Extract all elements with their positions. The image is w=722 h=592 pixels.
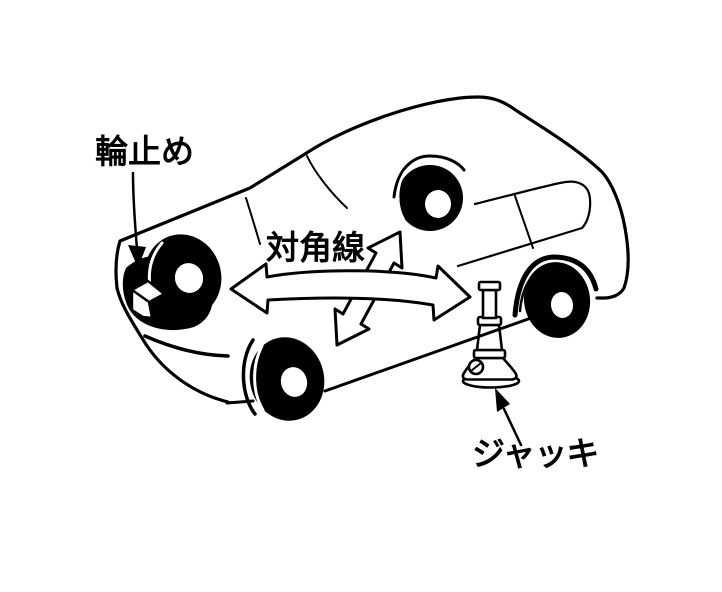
front-bumper-line [115, 286, 230, 404]
windshield-edge-line [306, 155, 348, 209]
rear-right-arch-arc [512, 254, 599, 318]
side-window-outline [456, 180, 592, 268]
front-right-rim-highlight [253, 344, 265, 412]
b-pillar-line [514, 195, 534, 249]
jack-crank-slot [470, 362, 482, 372]
front-right-hub [280, 367, 308, 397]
wheel-chock-arrow-head [128, 245, 146, 268]
jack-arrow-line [502, 407, 523, 447]
jack-label: ジャッキ [472, 434, 599, 473]
label-pointers [128, 171, 523, 447]
wheel-chock-arrow-line [131, 171, 139, 251]
diagonal-arrows [229, 230, 472, 347]
rear-left-wheel [392, 154, 466, 231]
front-left-hub [174, 263, 204, 293]
windshield-pillar-line [245, 197, 261, 245]
bumper-shadow-line [143, 334, 230, 358]
jack-arrow-head [495, 388, 510, 412]
wheel-chock-front-face [130, 288, 154, 320]
rear-left-rim-highlight [396, 170, 407, 222]
jack [461, 280, 521, 389]
wheel-chock [130, 279, 166, 320]
rear-right-wheel [512, 254, 599, 338]
rear-left-hub [425, 190, 451, 218]
car-roof-line [114, 95, 630, 300]
rear-right-hub [550, 292, 574, 318]
front-right-wheel [241, 337, 325, 421]
rocker-panel-line [323, 310, 550, 393]
diagonal-label: 対角線 [266, 228, 365, 267]
diagonal-arrow-horizontal [229, 262, 472, 322]
front-right-tire-depth-arc [241, 338, 257, 416]
wheel-chock-label: 輪止め [95, 132, 194, 171]
rear-left-arch-arc [392, 154, 466, 199]
car-body-outline [114, 95, 630, 405]
jack-cap [477, 280, 502, 292]
jack-ram [481, 288, 498, 320]
